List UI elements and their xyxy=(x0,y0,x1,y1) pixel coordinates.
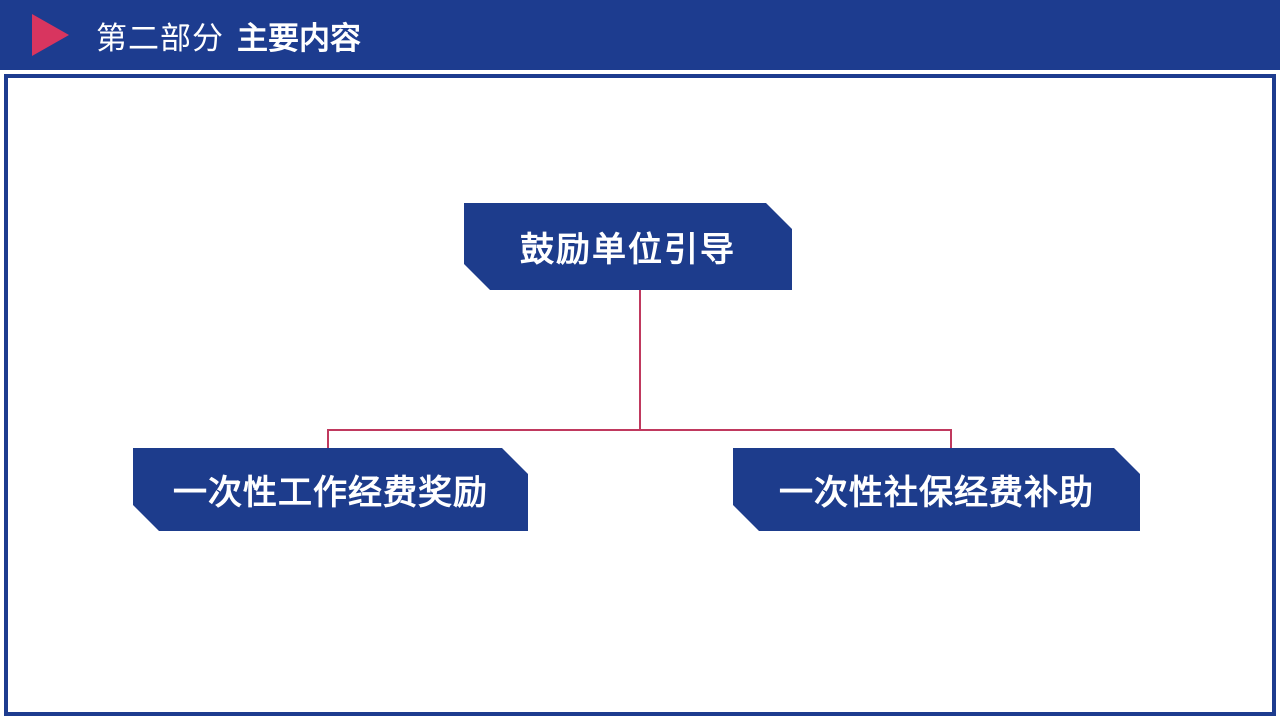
connector-bus-horizontal xyxy=(327,429,952,431)
node-root-label: 鼓励单位引导 xyxy=(520,231,736,269)
connector-root-to-bus xyxy=(639,290,641,431)
header-part-label: 第二部分 xyxy=(96,20,224,56)
header-part-title: 主要内容 xyxy=(237,20,361,56)
slide-header-band: 第二部分 主要内容 xyxy=(0,0,1280,70)
node-child-2[interactable]: 一次性社保经费补助 xyxy=(733,448,1140,531)
node-child-1-label: 一次性工作经费奖励 xyxy=(173,474,488,512)
page-title: 第二部分 主要内容 xyxy=(96,11,361,59)
node-root[interactable]: 鼓励单位引导 xyxy=(464,203,792,290)
node-child-2-label: 一次性社保经费补助 xyxy=(779,474,1094,512)
play-triangle-icon xyxy=(32,14,69,56)
connector-bus-to-left-node xyxy=(327,429,329,449)
node-child-1[interactable]: 一次性工作经费奖励 xyxy=(133,448,528,531)
connector-bus-to-right-node xyxy=(950,429,952,449)
